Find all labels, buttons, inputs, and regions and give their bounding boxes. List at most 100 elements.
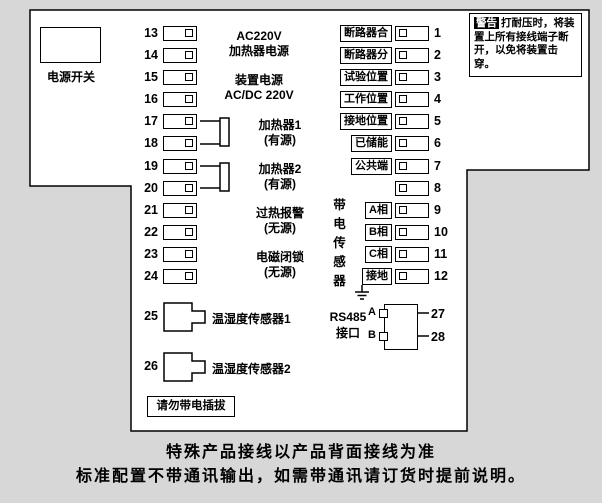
terminal-row: 22	[134, 223, 197, 241]
terminal-block-icon	[395, 224, 429, 240]
terminal-block-icon	[163, 224, 197, 240]
group-label-line2: (有源)	[264, 133, 296, 147]
terminal-number: 6	[434, 136, 441, 150]
terminal-block-icon	[395, 69, 429, 85]
terminal-number: 25	[144, 309, 158, 323]
group-label-line2: (无源)	[264, 221, 296, 235]
terminal-row: 公共端 7	[330, 157, 458, 175]
sensor-connector-icon	[163, 352, 206, 382]
heater-element-icon	[200, 162, 230, 192]
terminal-block-icon	[395, 180, 429, 196]
terminal-group-label: 电磁闭锁 (无源)	[232, 250, 328, 280]
terminal-label: C相	[365, 245, 392, 263]
group-label-line1: AC220V	[236, 29, 282, 43]
terminal-row: 已储能 6	[330, 134, 458, 152]
terminal-block-icon	[163, 202, 197, 218]
terminal-number: 10	[434, 225, 448, 239]
rs485-label: RS485 接口	[320, 309, 376, 341]
terminal-number: 8	[434, 181, 441, 195]
terminal-row: 21	[134, 201, 197, 219]
live-sensor-group-label: 带电传感器	[333, 198, 346, 288]
terminal-block-icon	[163, 246, 197, 262]
terminal-number: 23	[144, 247, 158, 261]
terminal-number: 28	[431, 330, 445, 344]
terminal-label: 已储能	[351, 134, 392, 152]
terminal-number: 7	[434, 159, 441, 173]
terminal-label: B相	[365, 223, 392, 241]
rs485-port: 接口	[335, 326, 360, 340]
terminal-row: 接地 12	[330, 267, 458, 285]
terminal-label: 接地位置	[340, 112, 392, 130]
terminal-block-icon	[395, 158, 429, 174]
terminal-number: 19	[144, 159, 158, 173]
ground-icon	[355, 285, 369, 300]
group-label-line2: 加热器电源	[228, 44, 289, 58]
terminal-row: 18	[134, 134, 197, 152]
terminal-block-icon	[163, 47, 197, 63]
heater-element-icon	[200, 117, 230, 147]
terminal-row: 接地位置 5	[330, 112, 458, 130]
terminal-block-icon	[163, 180, 197, 196]
terminal-row: 8	[330, 179, 458, 197]
power-switch-label: 电源开关	[46, 70, 95, 84]
terminal-row: 19	[134, 157, 197, 175]
terminal-number: 9	[434, 203, 441, 217]
terminal-row: 16	[134, 90, 197, 108]
rs485-connector-icon	[384, 304, 418, 350]
terminal-row: 14	[134, 46, 197, 64]
terminal-block-icon	[395, 25, 429, 41]
warning-badge: 警告	[474, 17, 499, 29]
terminal-number: 16	[144, 92, 158, 106]
terminal-label: 公共端	[351, 157, 392, 175]
group-label-line1: 电磁闭锁	[255, 250, 304, 264]
terminal-block-icon	[395, 246, 429, 262]
terminal-block-icon	[163, 25, 197, 41]
terminal-group-label: 加热器1 (有源)	[232, 118, 328, 148]
terminal-row: 13	[134, 24, 197, 42]
terminal-row: 20	[134, 179, 197, 197]
rs485-pin-a-icon	[379, 309, 388, 318]
rs485-pin-b-icon	[379, 332, 388, 341]
terminal-block-icon	[163, 69, 197, 85]
terminal-number: 5	[434, 114, 441, 128]
terminal-number: 21	[144, 203, 158, 217]
terminal-number: 12	[434, 269, 448, 283]
rs485-pin-b-label: B	[368, 329, 376, 341]
terminal-row: 15	[134, 68, 197, 86]
terminal-number: 20	[144, 181, 158, 195]
terminal-number: 27	[431, 307, 445, 321]
terminal-number: 15	[144, 70, 158, 84]
terminal-number: 22	[144, 225, 158, 239]
rs485-pin-a-label: A	[368, 306, 376, 318]
terminal-label: A相	[365, 201, 392, 219]
terminal-label: 断路器分	[340, 46, 392, 64]
terminal-group-label: 加热器2 (有源)	[232, 162, 328, 192]
terminal-block-icon	[163, 158, 197, 174]
terminal-row: 23	[134, 245, 197, 263]
terminal-block-icon	[163, 113, 197, 129]
group-label-line1: 装置电源	[234, 73, 283, 87]
terminal-row: 17	[134, 112, 197, 130]
group-label-line2: AC/DC 220V	[224, 88, 294, 102]
power-switch-box	[40, 27, 101, 63]
sensor-connector-icon	[163, 302, 206, 332]
warning-text: 打耐压时，将装置上所有接线端子断开，以免将装置击穿。	[474, 17, 575, 70]
group-label-line1: 过热报警	[255, 206, 304, 220]
terminal-block-icon	[163, 268, 197, 284]
group-label-line2: (有源)	[264, 177, 296, 191]
terminal-number: 14	[144, 48, 158, 62]
terminal-block-icon	[395, 202, 429, 218]
group-label-line1: 加热器2	[258, 162, 302, 176]
terminal-block-icon	[395, 113, 429, 129]
terminal-label: 接地	[362, 267, 392, 285]
terminal-number: 3	[434, 70, 441, 84]
terminal-number: 13	[144, 26, 158, 40]
rs485-lead-lines	[418, 312, 429, 337]
